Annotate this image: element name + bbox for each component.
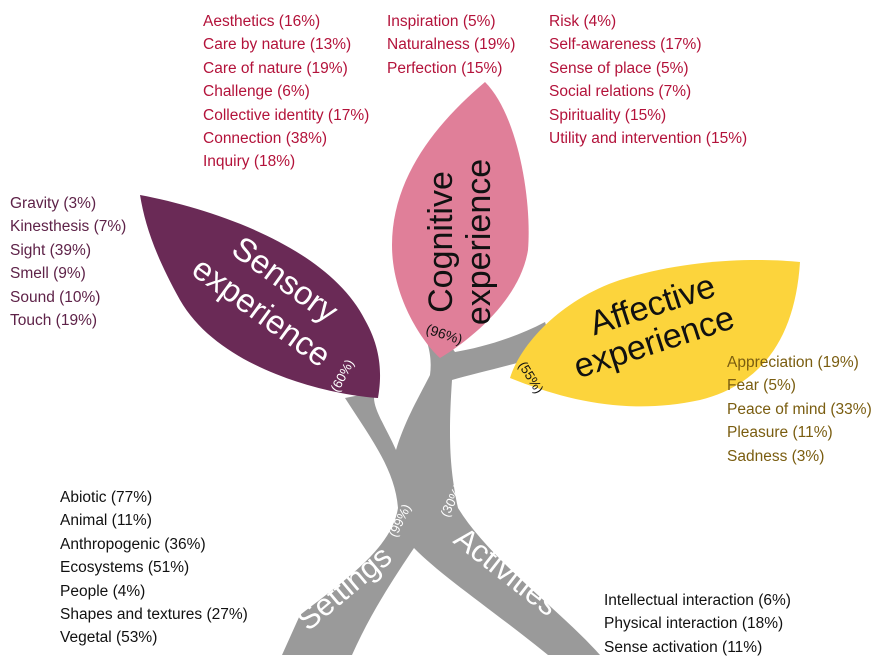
list-item: Spirituality (15%) xyxy=(549,106,667,124)
list-item: Sound (10%) xyxy=(10,288,101,306)
sensory-leaf xyxy=(140,195,381,398)
list-item: Gravity (3%) xyxy=(10,195,97,212)
list-item: Inquiry (18%) xyxy=(203,153,296,171)
sensory-list: Gravity (3%) Kinesthesis (7%) Sight (39%… xyxy=(10,192,126,332)
activities-list: Intellectual interaction (6%) Physical i… xyxy=(604,589,791,659)
list-item: Touch (19%) xyxy=(10,312,98,330)
list-item: Smell (9%) xyxy=(10,265,86,283)
list-item: Shapes and textures (27%) xyxy=(60,606,248,624)
cognitive-leaf xyxy=(392,82,529,358)
list-item: Vegetal (53%) xyxy=(60,629,158,647)
list-item: Perfection (15%) xyxy=(387,59,503,77)
list-item: Risk (4%) xyxy=(549,13,617,30)
cognitive-list-col3: Risk (4%) Self-awareness (17%) Sense of … xyxy=(549,10,747,150)
list-item: Pleasure (11%) xyxy=(727,424,833,442)
list-item: Connection (38%) xyxy=(203,130,328,148)
list-item: People (4%) xyxy=(60,582,146,600)
list-item: Sense activation (11%) xyxy=(604,638,763,656)
list-item: Social relations (7%) xyxy=(549,83,692,101)
cognitive-title-line2: experience xyxy=(460,159,498,325)
list-item: Abiotic (77%) xyxy=(60,489,153,506)
affective-list: Appreciation (19%) Fear (5%) Peace of mi… xyxy=(727,351,872,468)
list-item: Kinesthesis (7%) xyxy=(10,218,127,236)
list-item: Care of nature (19%) xyxy=(203,59,348,77)
affective-leaf xyxy=(510,259,800,407)
cognitive-list-col1: Aesthetics (16%) Care by nature (13%) Ca… xyxy=(203,10,369,174)
list-item: Anthropogenic (36%) xyxy=(60,535,206,553)
list-item: Ecosystems (51%) xyxy=(60,559,190,577)
trunk-shape xyxy=(282,322,600,655)
list-item: Care by nature (13%) xyxy=(203,36,352,54)
list-item: Fear (5%) xyxy=(727,377,796,395)
list-item: Animal (11%) xyxy=(60,512,152,530)
list-item: Intellectual interaction (6%) xyxy=(604,592,791,609)
tree-trunk xyxy=(282,322,600,655)
list-item: Physical interaction (18%) xyxy=(604,615,784,633)
list-item: Inspiration (5%) xyxy=(387,13,496,30)
list-item: Challenge (6%) xyxy=(203,83,310,101)
list-item: Peace of mind (33%) xyxy=(727,400,872,418)
list-item: Sense of place (5%) xyxy=(549,59,689,77)
list-item: Utility and intervention (15%) xyxy=(549,130,748,148)
list-item: Naturalness (19%) xyxy=(387,36,516,54)
list-item: Sight (39%) xyxy=(10,241,91,259)
cognitive-list-col2: Inspiration (5%) Naturalness (19%) Perfe… xyxy=(387,10,515,80)
cognitive-title-line1: Cognitive xyxy=(422,171,460,313)
list-item: Self-awareness (17%) xyxy=(549,36,702,54)
settings-list: Abiotic (77%) Animal (11%) Anthropogenic… xyxy=(60,486,248,650)
list-item: Collective identity (17%) xyxy=(203,106,370,124)
list-item: Aesthetics (16%) xyxy=(203,13,321,30)
list-item: Sadness (3%) xyxy=(727,447,825,465)
list-item: Appreciation (19%) xyxy=(727,354,859,371)
